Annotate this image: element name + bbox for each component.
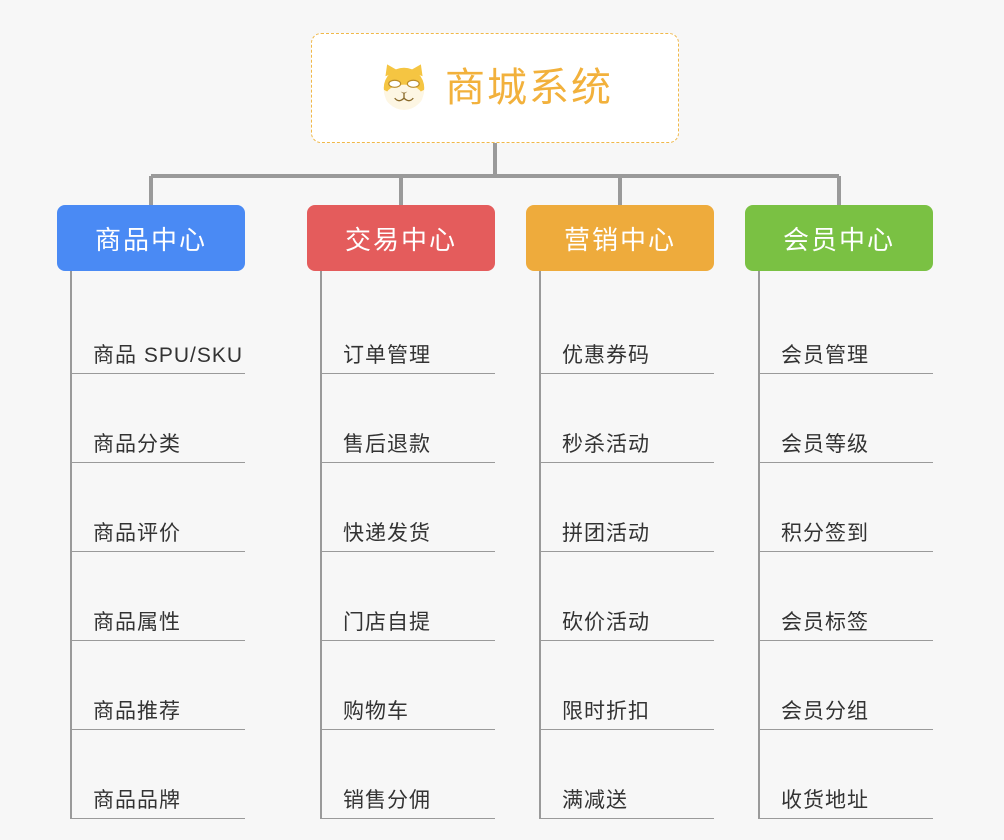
category-column-product: 商品中心 商品 SPU/SKU 商品分类 商品评价 商品属性 商品推荐 商品品牌 — [57, 205, 245, 819]
leaf-item-label: 快递发货 — [343, 521, 431, 545]
leaf-item-label: 砍价活动 — [562, 610, 650, 634]
leaf-item[interactable]: 会员管理 — [759, 299, 933, 374]
leaf-item[interactable]: 会员分组 — [759, 641, 933, 730]
category-header-product[interactable]: 商品中心 — [57, 205, 245, 271]
leaf-item[interactable]: 积分签到 — [759, 463, 933, 552]
leaf-item-label: 商品 SPU/SKU — [93, 343, 244, 367]
leaf-item[interactable]: 收货地址 — [759, 730, 933, 819]
leaf-item-label: 会员等级 — [781, 432, 869, 456]
leaf-item-label: 商品评价 — [93, 521, 181, 545]
leaf-item[interactable]: 商品属性 — [71, 552, 245, 641]
leaf-item[interactable]: 会员标签 — [759, 552, 933, 641]
leaf-item[interactable]: 快递发货 — [321, 463, 495, 552]
leaf-item-label: 销售分佣 — [343, 788, 431, 812]
leaf-item[interactable]: 门店自提 — [321, 552, 495, 641]
leaf-item-label: 商品分类 — [93, 432, 181, 456]
leaf-item[interactable]: 秒杀活动 — [540, 374, 714, 463]
leaf-item-label: 收货地址 — [781, 788, 869, 812]
leaf-item-label: 秒杀活动 — [562, 432, 650, 456]
root-title: 商城系统 — [445, 66, 613, 110]
leaf-item[interactable]: 商品分类 — [71, 374, 245, 463]
leaf-list-marketing: 优惠券码 秒杀活动 拼团活动 砍价活动 限时折扣 满减送 — [526, 271, 714, 819]
leaf-item[interactable]: 商品评价 — [71, 463, 245, 552]
category-column-marketing: 营销中心 优惠券码 秒杀活动 拼团活动 砍价活动 限时折扣 满减送 — [526, 205, 714, 819]
leaf-item-label: 商品品牌 — [93, 788, 181, 812]
leaf-item-label: 满减送 — [562, 788, 628, 812]
leaf-item[interactable]: 拼团活动 — [540, 463, 714, 552]
leaf-item-label: 会员管理 — [781, 343, 869, 367]
category-header-marketing[interactable]: 营销中心 — [526, 205, 714, 271]
leaf-item[interactable]: 售后退款 — [321, 374, 495, 463]
leaf-item-label: 优惠券码 — [562, 343, 650, 367]
leaf-item-label: 门店自提 — [343, 610, 431, 634]
leaf-item-label: 会员分组 — [781, 699, 869, 723]
leaf-item-label: 拼团活动 — [562, 521, 650, 545]
leaf-item[interactable]: 限时折扣 — [540, 641, 714, 730]
category-header-label: 会员中心 — [782, 224, 895, 255]
leaf-item[interactable]: 商品 SPU/SKU — [71, 299, 245, 374]
leaf-item[interactable]: 购物车 — [321, 641, 495, 730]
leaf-item-label: 商品属性 — [93, 610, 181, 634]
leaf-item[interactable]: 会员等级 — [759, 374, 933, 463]
leaf-list-product: 商品 SPU/SKU 商品分类 商品评价 商品属性 商品推荐 商品品牌 — [57, 271, 245, 819]
leaf-list-trade: 订单管理 售后退款 快递发货 门店自提 购物车 销售分佣 — [307, 271, 495, 819]
leaf-list-member: 会员管理 会员等级 积分签到 会员标签 会员分组 收货地址 — [745, 271, 933, 819]
leaf-item-label: 商品推荐 — [93, 699, 181, 723]
leaf-item[interactable]: 商品推荐 — [71, 641, 245, 730]
leaf-item-label: 限时折扣 — [562, 699, 650, 723]
leaf-item[interactable]: 砍价活动 — [540, 552, 714, 641]
shiba-dog-emoji — [383, 64, 425, 110]
leaf-item[interactable]: 商品品牌 — [71, 730, 245, 819]
category-header-label: 交易中心 — [344, 224, 457, 255]
leaf-item-label: 会员标签 — [781, 610, 869, 634]
root-node[interactable]: 商城系统 — [311, 33, 679, 143]
category-header-label: 营销中心 — [563, 224, 676, 255]
leaf-item[interactable]: 满减送 — [540, 730, 714, 819]
leaf-item-label: 积分签到 — [781, 521, 869, 545]
category-column-member: 会员中心 会员管理 会员等级 积分签到 会员标签 会员分组 收货地址 — [745, 205, 933, 819]
leaf-item-label: 购物车 — [343, 699, 409, 723]
leaf-item-label: 售后退款 — [343, 432, 431, 456]
category-column-trade: 交易中心 订单管理 售后退款 快递发货 门店自提 购物车 销售分佣 — [307, 205, 495, 819]
category-header-label: 商品中心 — [94, 224, 207, 255]
leaf-item[interactable]: 销售分佣 — [321, 730, 495, 819]
leaf-item-label: 订单管理 — [343, 343, 431, 367]
leaf-item[interactable]: 优惠券码 — [540, 299, 714, 374]
category-header-member[interactable]: 会员中心 — [745, 205, 933, 271]
category-header-trade[interactable]: 交易中心 — [307, 205, 495, 271]
leaf-item[interactable]: 订单管理 — [321, 299, 495, 374]
